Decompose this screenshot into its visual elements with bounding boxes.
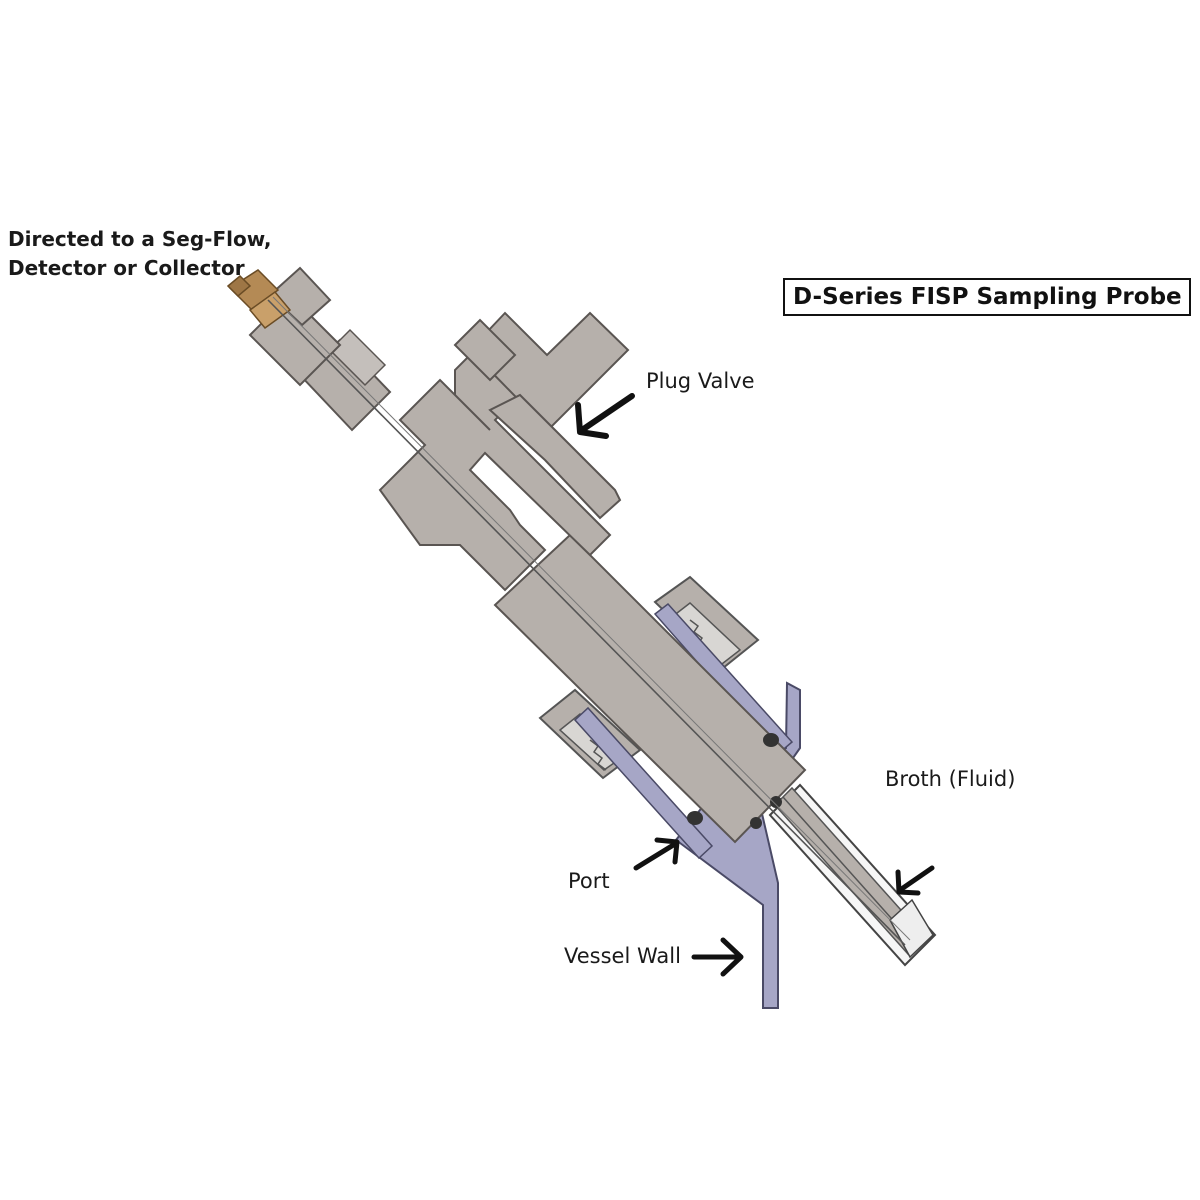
plug-valve-label: Plug Valve	[646, 369, 755, 393]
port-sleeve-lower	[573, 706, 714, 860]
diagram-title: D-Series FISP Sampling Probe	[783, 278, 1191, 316]
fitting-nut-upper-2	[328, 328, 387, 387]
arrow-plug-valve	[575, 393, 635, 439]
arrow-port	[633, 837, 680, 871]
plug-valve-flange	[453, 318, 517, 382]
sample-line	[267, 299, 906, 946]
vessel-wall-label: Vessel Wall	[564, 944, 681, 968]
port-label: Port	[568, 869, 610, 893]
o-ring	[687, 811, 703, 825]
o-ring	[770, 796, 782, 808]
arrow-vessel-wall	[691, 937, 744, 977]
o-ring	[763, 733, 779, 747]
plug-valve-stem	[488, 393, 622, 520]
probe-tip	[768, 783, 937, 967]
o-ring	[750, 817, 762, 829]
plug-valve-body	[378, 348, 612, 592]
outlet-label-line1: Directed to a Seg-Flow,	[8, 227, 272, 251]
arrow-broth	[895, 865, 935, 896]
brass-outlet-fitting	[226, 269, 292, 330]
sample-line-inner	[272, 296, 911, 941]
broth-label: Broth (Fluid)	[885, 767, 1016, 791]
outlet-label-line2: Detector or Collector	[8, 256, 245, 280]
